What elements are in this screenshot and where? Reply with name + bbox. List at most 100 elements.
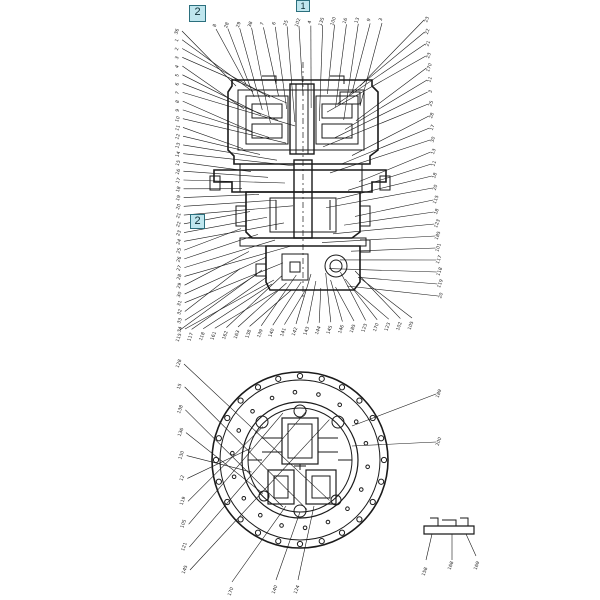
leader-line xyxy=(184,251,250,286)
part-number-label: 22 xyxy=(175,221,183,229)
bolt-hole xyxy=(257,512,263,518)
part-number-label: 119 xyxy=(179,496,188,506)
leader-line xyxy=(183,153,295,167)
part-number-label: 143 xyxy=(302,326,311,336)
bolt-hole xyxy=(369,414,376,422)
leader-line xyxy=(344,79,428,130)
part-number-label: 20 xyxy=(432,184,440,192)
part-number-label: 29 xyxy=(235,21,243,29)
leader-line xyxy=(348,31,425,95)
leader-line xyxy=(182,100,253,132)
leader-line xyxy=(183,194,260,198)
part-number-label: 13 xyxy=(354,17,362,25)
part-number-label: 139 xyxy=(256,328,265,338)
part-number-label: 18 xyxy=(431,172,439,180)
leader-line xyxy=(183,205,294,216)
leader-line xyxy=(343,211,434,226)
part-number-label: 23 xyxy=(425,52,433,60)
leader-line xyxy=(179,269,263,331)
bolt-hole xyxy=(325,519,331,525)
leader-line xyxy=(351,441,437,447)
part-number-label: 18 xyxy=(175,186,183,194)
leader-line xyxy=(237,282,287,328)
part-number-label: 20 xyxy=(437,292,445,300)
leader-line xyxy=(182,65,245,110)
part-number-label: 170 xyxy=(425,62,434,72)
part-number-label: 119 xyxy=(436,278,445,288)
part-number-label: 10 xyxy=(174,115,182,123)
part-number-label: 102 xyxy=(395,321,404,331)
part-number-label: 3 xyxy=(174,55,181,60)
part-number-label: 14 xyxy=(174,151,182,159)
bolt-hole xyxy=(356,397,363,404)
bolt-hole xyxy=(338,384,346,391)
part-number-label: 2 xyxy=(174,47,181,52)
part-number-label: 23 xyxy=(423,16,431,24)
leader-line xyxy=(182,92,296,127)
part-number-label: 11 xyxy=(174,124,182,132)
leader-line xyxy=(321,235,435,243)
leader-line xyxy=(286,26,296,123)
leader-line xyxy=(203,283,272,330)
leader-line xyxy=(184,268,241,312)
part-number-label: 185 xyxy=(434,230,443,240)
bolt-hole xyxy=(231,474,237,480)
part-number-label: 28 xyxy=(428,112,436,120)
leader-line xyxy=(329,139,431,174)
part-number-label: 145 xyxy=(326,325,335,335)
bolt-hole xyxy=(292,389,298,395)
part-number-label: 140 xyxy=(271,584,280,594)
bolt-hole xyxy=(318,375,325,382)
part-number-label: 21 xyxy=(424,40,432,48)
part-number-label: 7 xyxy=(259,21,266,26)
part-number-label: 25 xyxy=(175,247,183,255)
part-number-label: 200 xyxy=(435,436,444,446)
bolt-hole xyxy=(269,395,275,401)
bolt-hole xyxy=(296,372,304,380)
bolt-hole xyxy=(318,538,325,545)
bolt-hole xyxy=(378,478,385,485)
part-number-label: 8 xyxy=(212,23,219,28)
leader-line xyxy=(183,162,252,172)
leader-line xyxy=(284,288,307,325)
leader-line xyxy=(182,127,244,150)
part-number-label: 124 xyxy=(293,584,302,594)
bolt-hole xyxy=(230,450,235,456)
callout-box-2-top[interactable]: 2 xyxy=(189,5,206,22)
part-number-label: 20 xyxy=(175,203,183,211)
leader-line xyxy=(185,432,264,494)
leader-line xyxy=(354,199,434,217)
callout-box-2-middle[interactable]: 2 xyxy=(190,214,205,229)
part-number-label: 118 xyxy=(436,266,445,276)
leader-line xyxy=(215,28,247,85)
leader-line xyxy=(318,25,324,122)
leader-line xyxy=(351,115,430,156)
leader-line xyxy=(181,30,237,87)
leader-line xyxy=(260,274,297,326)
bolt-hole xyxy=(337,402,343,408)
part-number-label: 170 xyxy=(227,586,236,596)
leader-line xyxy=(187,426,264,502)
flange-bolt-holes xyxy=(212,372,388,548)
part-number-label: 25 xyxy=(428,100,436,108)
leader-line xyxy=(343,23,359,121)
part-number-label: 6 xyxy=(174,82,181,87)
leader-line xyxy=(182,57,288,104)
bolt-hole xyxy=(241,495,247,501)
part-number-label: 23 xyxy=(175,229,183,237)
part-number-label: 189 xyxy=(435,388,444,398)
leader-line xyxy=(275,511,301,581)
part-number-label: 105 xyxy=(407,320,416,330)
leader-line xyxy=(354,270,401,319)
leader-line xyxy=(184,274,258,321)
part-number-label: 11 xyxy=(431,160,439,168)
leader-line xyxy=(189,419,330,571)
part-number-label: 162 xyxy=(221,330,230,340)
leader-line xyxy=(184,245,293,277)
leader-line xyxy=(184,222,285,242)
leader-line xyxy=(330,279,343,322)
part-number-label: 101 xyxy=(434,242,443,252)
callout-box-1[interactable]: 1 xyxy=(296,0,310,12)
part-number-label: 18 xyxy=(433,208,441,216)
